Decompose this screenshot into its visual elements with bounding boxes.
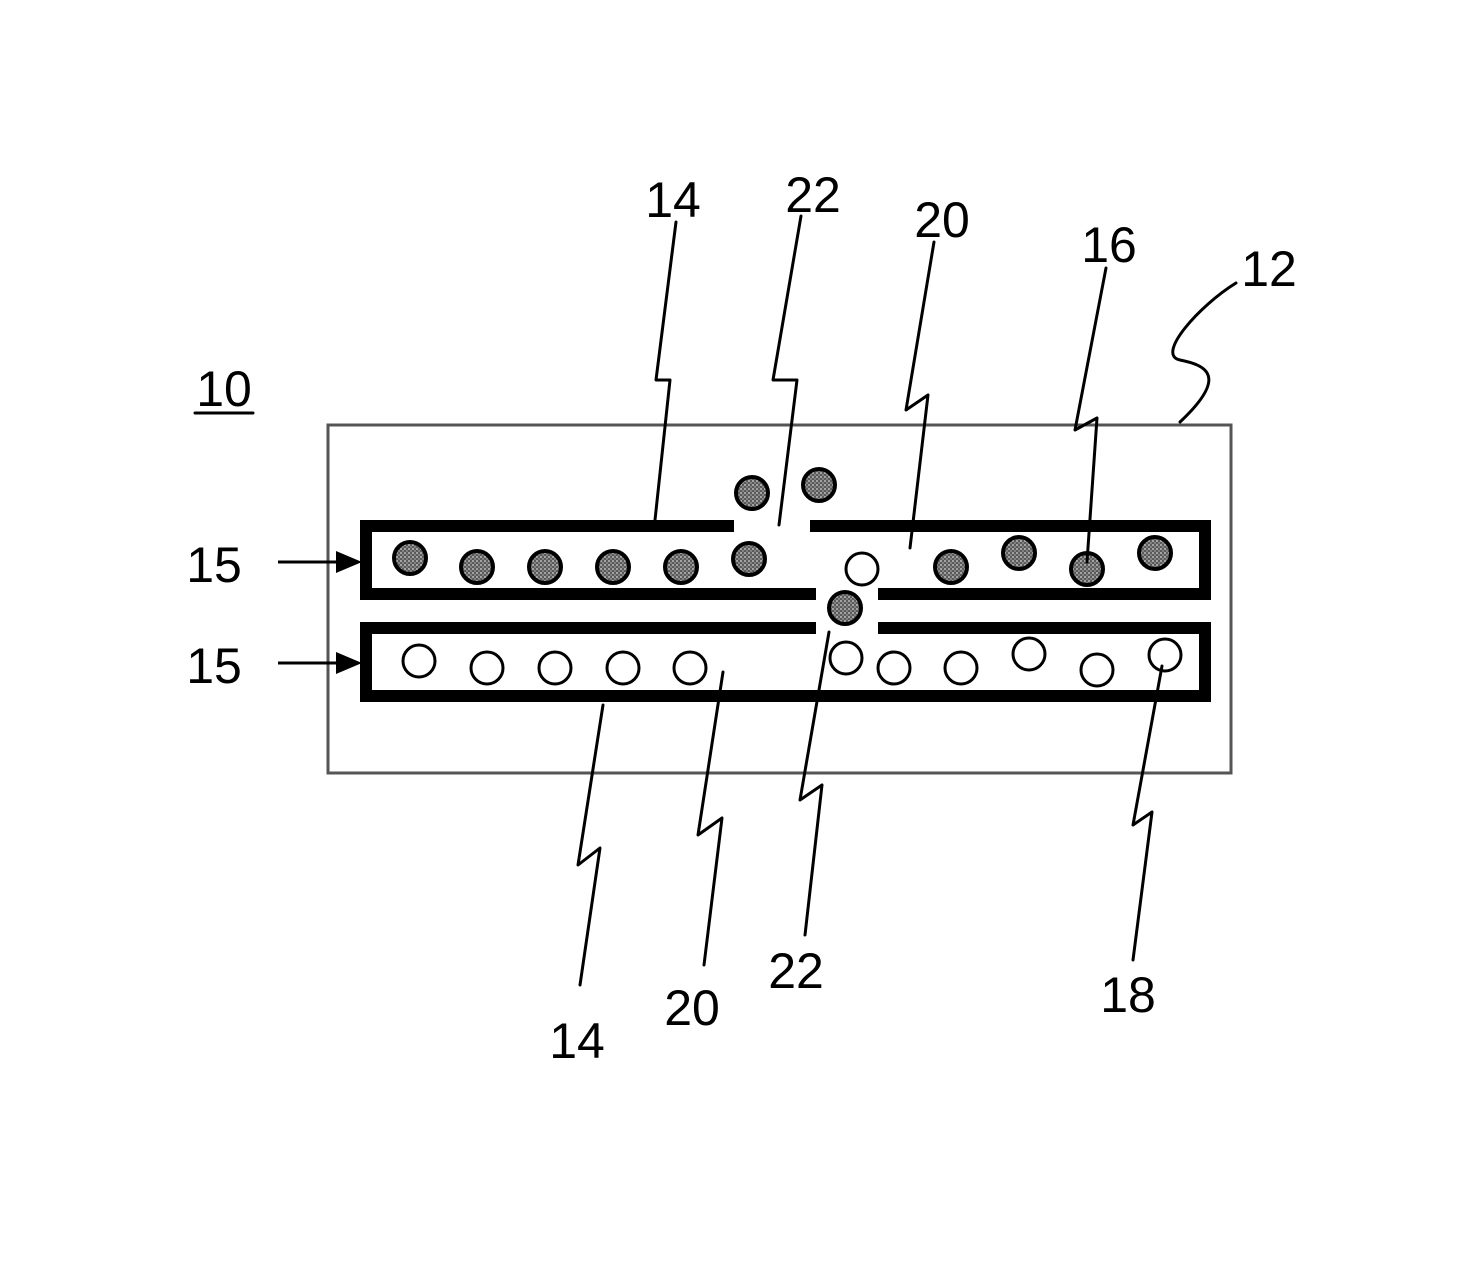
leader-22-bottom [800, 632, 829, 935]
label-filled-particle: 16 [1081, 217, 1137, 273]
label-inlet-bottom: 15 [186, 638, 242, 694]
leader-20-bottom [698, 672, 723, 965]
hollow-particle [945, 652, 977, 684]
bottom-channel-top-wall-left [360, 622, 816, 634]
label-channel-top: 14 [645, 172, 701, 228]
hollow-particle [878, 652, 910, 684]
hollow-particle [830, 642, 862, 674]
inlet-arrow-top [278, 551, 362, 573]
filled-particle [1003, 537, 1035, 569]
bottom-channel-bottom-wall [360, 690, 1211, 702]
label-inlet-top: 15 [186, 537, 242, 593]
top-channel-top-wall-right [810, 520, 1211, 532]
filled-particle [394, 542, 426, 574]
hollow-particle [471, 652, 503, 684]
label-passage-top: 20 [914, 192, 970, 248]
hollow-particle [403, 645, 435, 677]
hollow-particle [607, 652, 639, 684]
hollow-particle [1081, 654, 1113, 686]
inlet-arrow-bottom [278, 652, 362, 674]
top-channel-bottom-wall-right [878, 588, 1211, 600]
bottom-channel-top-wall-right [878, 622, 1211, 634]
filled-particle [665, 551, 697, 583]
hollow-particles [403, 553, 1181, 686]
label-passage-bottom: 20 [664, 980, 720, 1036]
top-channel-left-wall [360, 520, 372, 600]
leader-lines [195, 216, 1236, 985]
bottom-channel-left-wall [360, 622, 372, 702]
filled-particle [935, 551, 967, 583]
filled-particle [733, 543, 765, 575]
filled-particle [1139, 537, 1171, 569]
top-channel-top-wall-left [360, 520, 734, 532]
label-device: 10 [196, 361, 252, 417]
leader-18 [1133, 666, 1162, 960]
leader-20-top [906, 242, 934, 548]
label-housing: 12 [1241, 241, 1297, 297]
filled-particle [736, 477, 768, 509]
label-channel-bottom: 14 [549, 1013, 605, 1069]
filled-particle [829, 592, 861, 624]
filled-particle [461, 551, 493, 583]
leader-14-bottom [578, 705, 603, 985]
leader-12 [1173, 283, 1236, 422]
label-hollow-particle: 18 [1100, 967, 1156, 1023]
leader-22-top [773, 216, 801, 525]
label-opening-bottom: 22 [768, 943, 824, 999]
filled-particle [803, 469, 835, 501]
leader-14-top [655, 222, 676, 520]
leader-16 [1075, 268, 1106, 562]
hollow-particle [539, 652, 571, 684]
filled-particle [597, 551, 629, 583]
hollow-particle [674, 652, 706, 684]
top-channel-bottom-wall-left [360, 588, 816, 600]
top-channel-right-wall [1199, 520, 1211, 600]
hollow-particle [846, 553, 878, 585]
label-opening-top: 22 [785, 167, 841, 223]
filled-particle [529, 551, 561, 583]
hollow-particle [1149, 639, 1181, 671]
hollow-particle [1013, 638, 1045, 670]
bottom-channel-right-wall [1199, 622, 1211, 702]
